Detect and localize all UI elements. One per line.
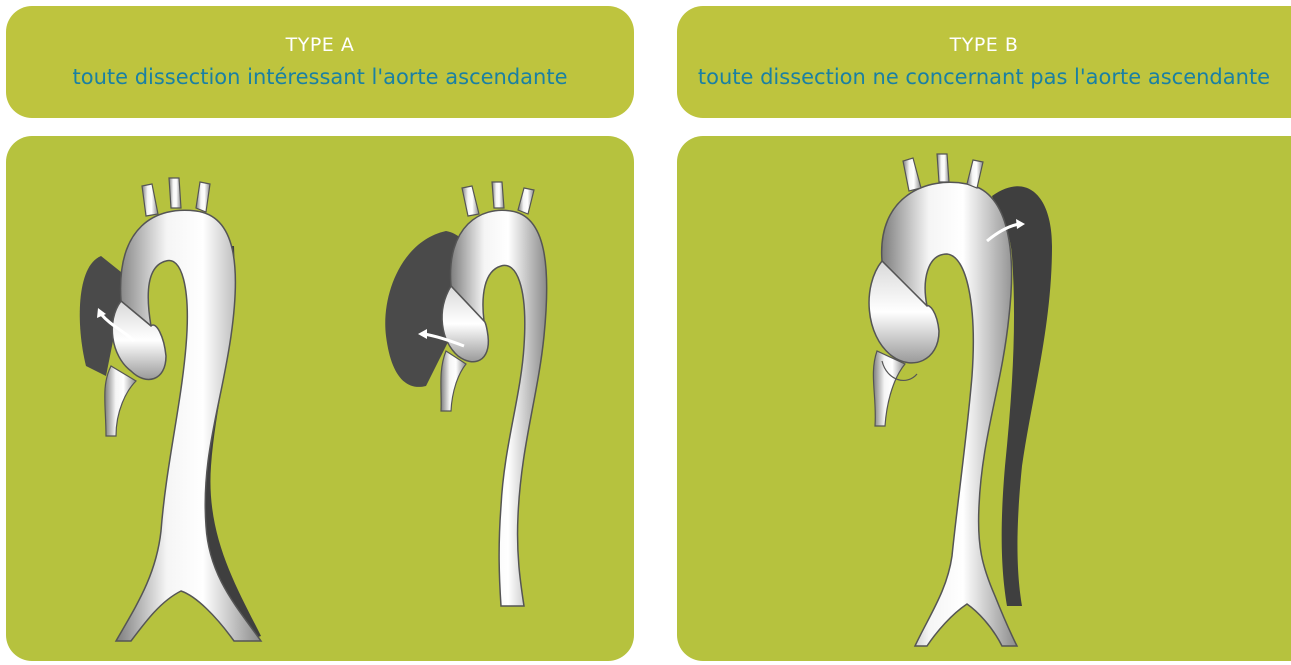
type-b-description: toute dissection ne concernant pas l'aor… [677, 62, 1291, 92]
type-a-label: TYPE A [6, 32, 634, 58]
type-b-header: TYPE B toute dissection ne concernant pa… [677, 6, 1291, 118]
aorta-type-a-2 [385, 182, 546, 606]
type-a-header: TYPE A toute dissection intéressant l'ao… [6, 6, 634, 118]
aorta-type-b [869, 154, 1052, 646]
type-b-illustration [677, 136, 1291, 661]
type-b-label: TYPE B [677, 32, 1291, 58]
type-b-illustration-panel [677, 136, 1291, 661]
type-a-illustrations [6, 136, 634, 661]
aorta-type-a-1 [80, 178, 261, 641]
type-a-description: toute dissection intéressant l'aorte asc… [6, 62, 634, 92]
type-a-illustration-panel [6, 136, 634, 661]
